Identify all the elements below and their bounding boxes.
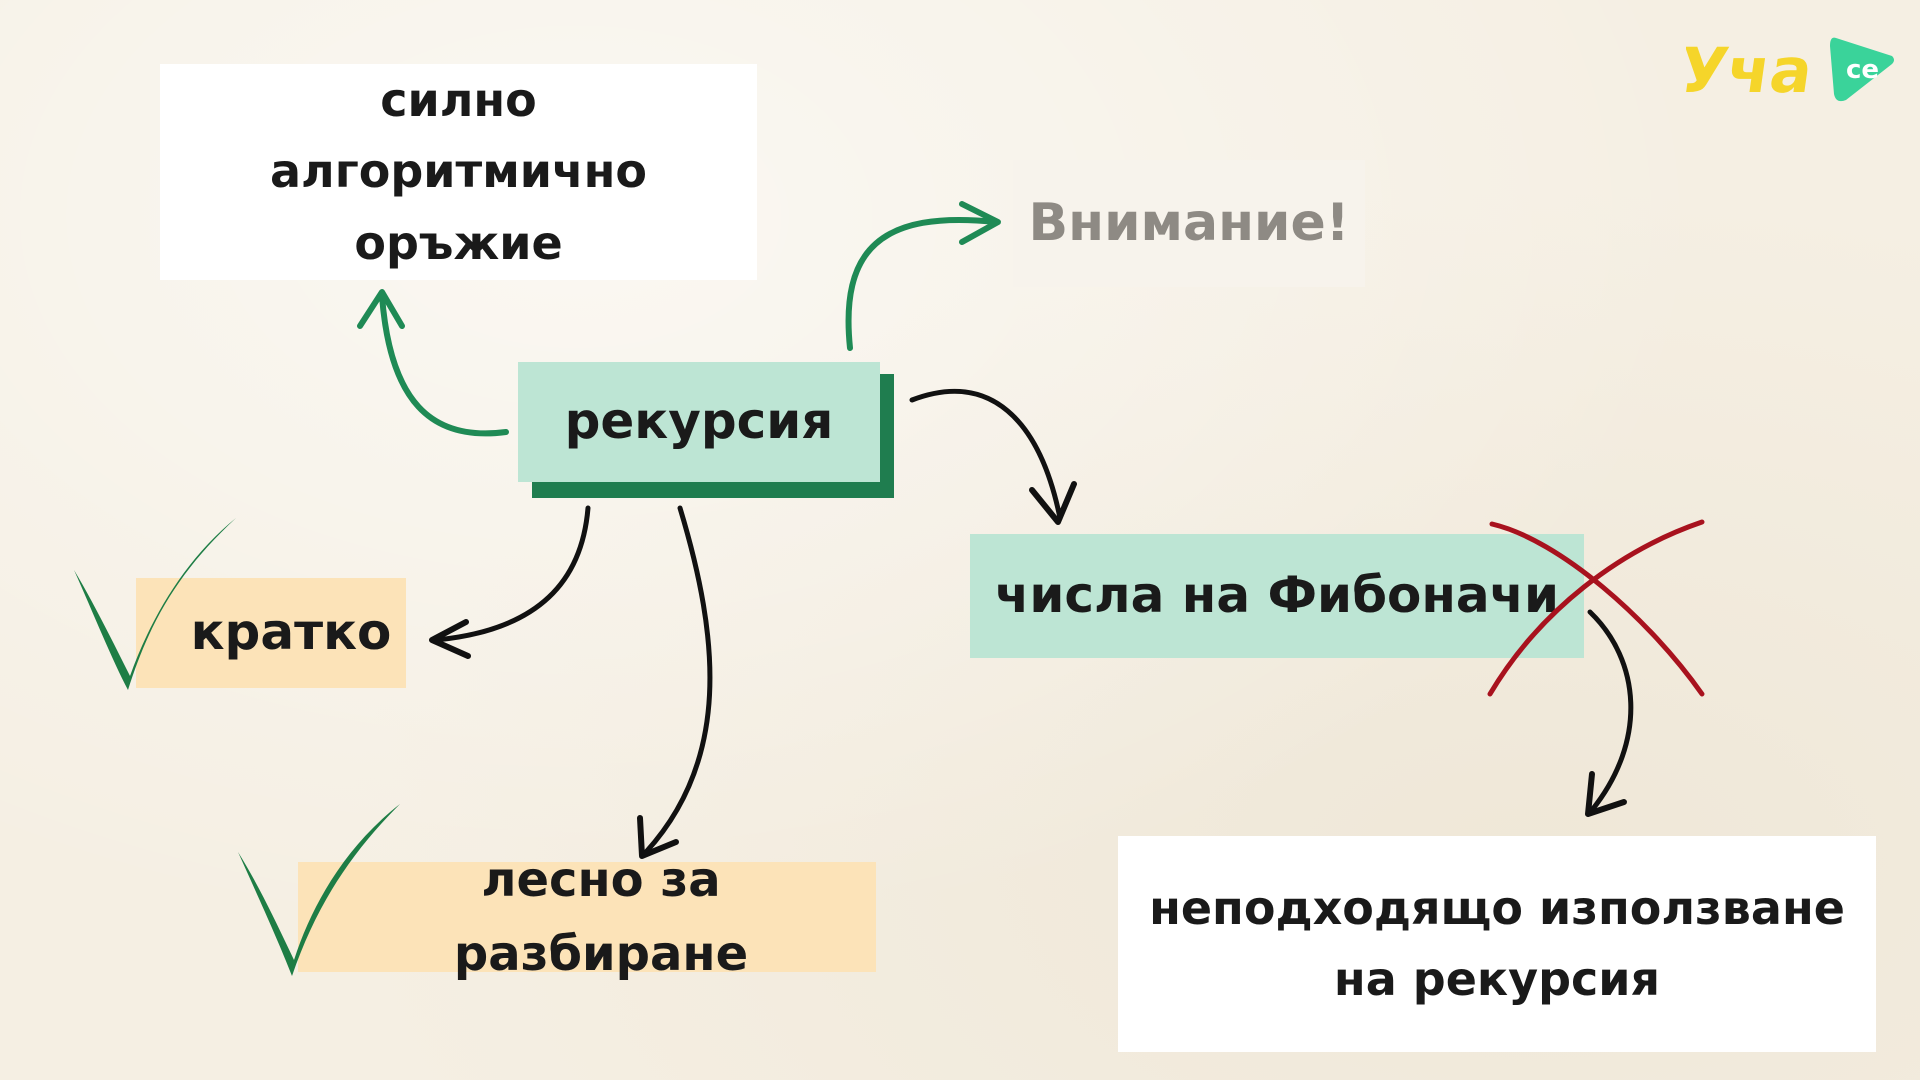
node-recursion-label: рекурсия: [564, 392, 834, 451]
play-icon: [1830, 37, 1894, 102]
arrow-to-inappropriate-use-head: [1585, 771, 1627, 817]
arrow-to-fibonacci-head: [1029, 481, 1077, 525]
arrow-to-short: [433, 505, 591, 643]
arrow-to-short-head: [429, 619, 471, 659]
node-inappropriate-use-label: неподходящо използване на рекурсия: [1149, 880, 1845, 1006]
arrow-to-easy: [643, 505, 713, 855]
node-fibonacci-label: числа на Фибоначи: [995, 566, 1559, 625]
arrow-to-warning-head: [959, 201, 1001, 245]
node-short: кратко: [136, 578, 406, 688]
arrow-to-strong-weapon: [379, 293, 509, 437]
logo-main-text: Уча: [1686, 34, 1817, 107]
arrow-to-warning: [845, 216, 999, 351]
node-strong-weapon: силно алгоритмично оръжие: [160, 64, 757, 280]
node-warning-label: Внимание!: [1028, 193, 1350, 254]
node-recursion: рекурсия: [518, 362, 880, 482]
arrow-to-inappropriate-use: [1587, 609, 1634, 813]
logo-suffix-text: се: [1846, 55, 1879, 85]
node-warning: Внимание!: [1013, 160, 1365, 287]
node-fibonacci: числа на Фибоначи: [970, 534, 1584, 658]
node-easy: лесно за разбиране: [298, 852, 876, 982]
ucha-se-logo: Уча се: [1686, 34, 1894, 107]
node-short-label: кратко: [190, 603, 392, 662]
arrow-to-fibonacci: [909, 388, 1063, 521]
node-easy-label: лесно за разбиране: [453, 851, 749, 982]
node-inappropriate-use: неподходящо използване на рекурсия: [1118, 836, 1876, 1052]
node-strong-weapon-label: силно алгоритмично оръжие: [270, 73, 647, 270]
arrow-to-strong-weapon-head: [357, 289, 405, 329]
